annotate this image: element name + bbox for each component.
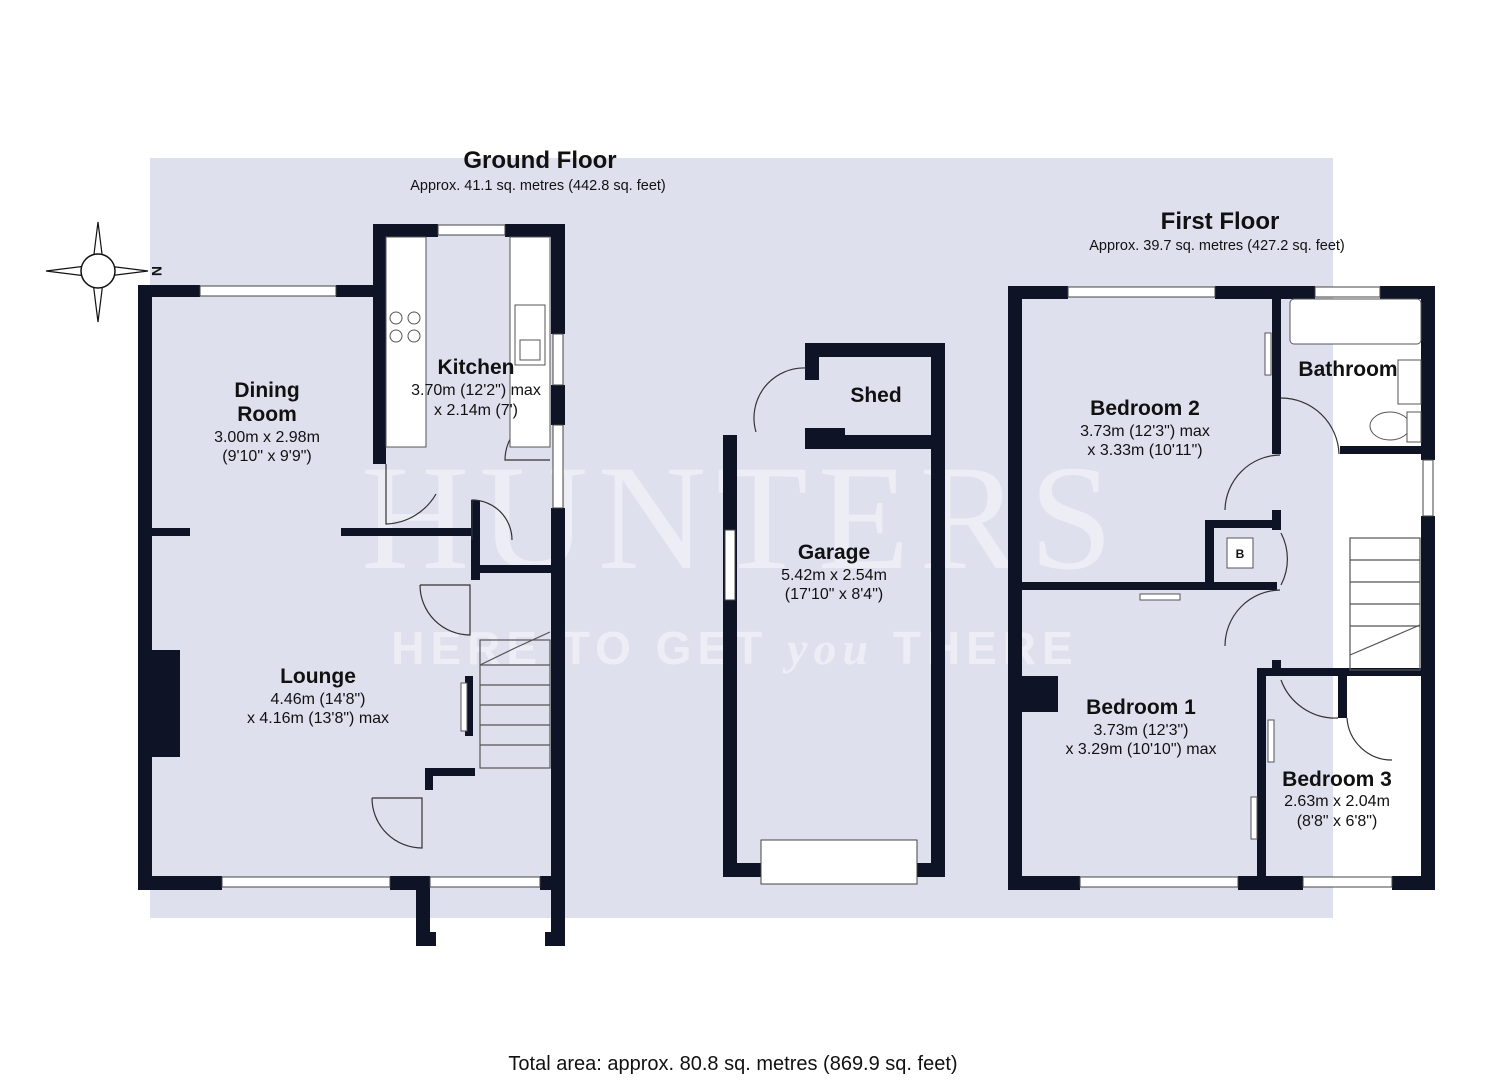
svg-text:(9'10" x 9'9"): (9'10" x 9'9") xyxy=(222,448,312,465)
svg-text:Bedroom 3: Bedroom 3 xyxy=(1282,768,1392,791)
room-label-bedroom1: Bedroom 1 3.73m (12'3") x 3.29m (10'10")… xyxy=(1065,696,1216,758)
svg-text:3.73m (12'3") max: 3.73m (12'3") max xyxy=(1080,423,1210,440)
ground-floor-area: Approx. 41.1 sq. metres (442.8 sq. feet) xyxy=(410,178,666,194)
svg-text:Shed: Shed xyxy=(850,384,901,407)
radiator-icon xyxy=(1264,332,1272,376)
first-floor-windows xyxy=(1067,286,1434,888)
radiator-icon xyxy=(1250,796,1258,840)
garage-doors xyxy=(753,367,807,433)
ground-floor-walls xyxy=(138,224,565,946)
watermark-tagline: HERE TO GET you THERE xyxy=(391,622,1078,674)
svg-text:3.70m (12'2") max: 3.70m (12'2") max xyxy=(411,382,541,399)
first-floor-title: First Floor xyxy=(1161,208,1280,235)
svg-text:(17'10" x 8'4"): (17'10" x 8'4") xyxy=(785,586,883,603)
first-floor-heading: First Floor Approx. 39.7 sq. metres (427… xyxy=(1089,208,1345,254)
room-label-bathroom: Bathroom xyxy=(1298,358,1397,381)
svg-text:Bathroom: Bathroom xyxy=(1298,358,1397,381)
room-label-bedroom2: Bedroom 2 3.73m (12'3") max x 3.33m (10'… xyxy=(1080,397,1210,459)
ground-floor-fixtures xyxy=(385,236,551,769)
hob-icon xyxy=(389,311,421,343)
room-label-kitchen: Kitchen 3.70m (12'2") max x 2.14m (7') xyxy=(411,356,541,419)
radiator-icon xyxy=(1139,593,1181,601)
svg-text:Bedroom 2: Bedroom 2 xyxy=(1090,397,1200,420)
svg-text:2.63m x 2.04m: 2.63m x 2.04m xyxy=(1284,793,1390,810)
svg-text:x 2.14m (7'): x 2.14m (7') xyxy=(434,402,518,419)
svg-text:x 4.16m (13'8") max: x 4.16m (13'8") max xyxy=(247,710,389,727)
total-area: Total area: approx. 80.8 sq. metres (869… xyxy=(508,1053,957,1075)
first-floor-doors xyxy=(1224,397,1393,761)
first-floor-area: Approx. 39.7 sq. metres (427.2 sq. feet) xyxy=(1089,238,1345,254)
room-label-lounge: Lounge 4.46m (14'8") x 4.16m (13'8") max xyxy=(247,665,389,727)
plan-backdrop xyxy=(150,158,1333,918)
svg-text:Room: Room xyxy=(237,403,297,426)
ground-floor-title: Ground Floor xyxy=(463,147,616,174)
radiator-icon xyxy=(460,682,468,732)
room-label-dining: Dining Room 3.00m x 2.98m (9'10" x 9'9") xyxy=(214,379,320,465)
compass-label: N xyxy=(149,266,165,276)
ground-floor-windows xyxy=(199,224,564,888)
garage-windows xyxy=(724,529,918,885)
svg-text:3.00m x 2.98m: 3.00m x 2.98m xyxy=(214,429,320,446)
room-label-shed: Shed xyxy=(850,384,901,407)
ground-stairs-icon xyxy=(479,631,551,769)
north-arrow-icon: N xyxy=(45,221,165,323)
svg-text:x 3.29m (10'10") max: x 3.29m (10'10") max xyxy=(1065,741,1216,758)
svg-text:4.46m (14'8"): 4.46m (14'8") xyxy=(271,691,366,708)
svg-text:Garage: Garage xyxy=(798,541,870,564)
svg-text:(8'8" x 6'8"): (8'8" x 6'8") xyxy=(1297,813,1378,830)
svg-text:x 3.33m (10'11"): x 3.33m (10'11") xyxy=(1087,442,1202,459)
boiler-cupboard: B xyxy=(1214,528,1272,582)
svg-text:Dining: Dining xyxy=(234,379,299,402)
svg-text:Bedroom 1: Bedroom 1 xyxy=(1086,696,1196,719)
radiator-icon xyxy=(1267,719,1275,763)
first-floor-walls xyxy=(1008,286,1435,890)
svg-text:5.42m x 2.54m: 5.42m x 2.54m xyxy=(781,567,887,584)
svg-text:3.73m (12'3"): 3.73m (12'3") xyxy=(1094,722,1189,739)
ground-floor-heading: Ground Floor Approx. 41.1 sq. metres (44… xyxy=(410,147,666,194)
svg-text:Lounge: Lounge xyxy=(280,665,356,688)
basin-icon xyxy=(1397,359,1422,405)
room-label-garage: Garage 5.42m x 2.54m (17'10" x 8'4") xyxy=(781,541,887,603)
room-label-bedroom3: Bedroom 3 2.63m x 2.04m (8'8" x 6'8") xyxy=(1282,768,1392,830)
svg-text:Kitchen: Kitchen xyxy=(437,356,514,379)
bath-icon xyxy=(1289,298,1422,345)
toilet-icon xyxy=(1369,411,1411,441)
first-stairs-icon xyxy=(1349,537,1421,671)
sink-icon xyxy=(514,304,546,366)
boiler-label: B xyxy=(1236,547,1245,561)
first-floor-fixtures: B xyxy=(1139,298,1422,840)
